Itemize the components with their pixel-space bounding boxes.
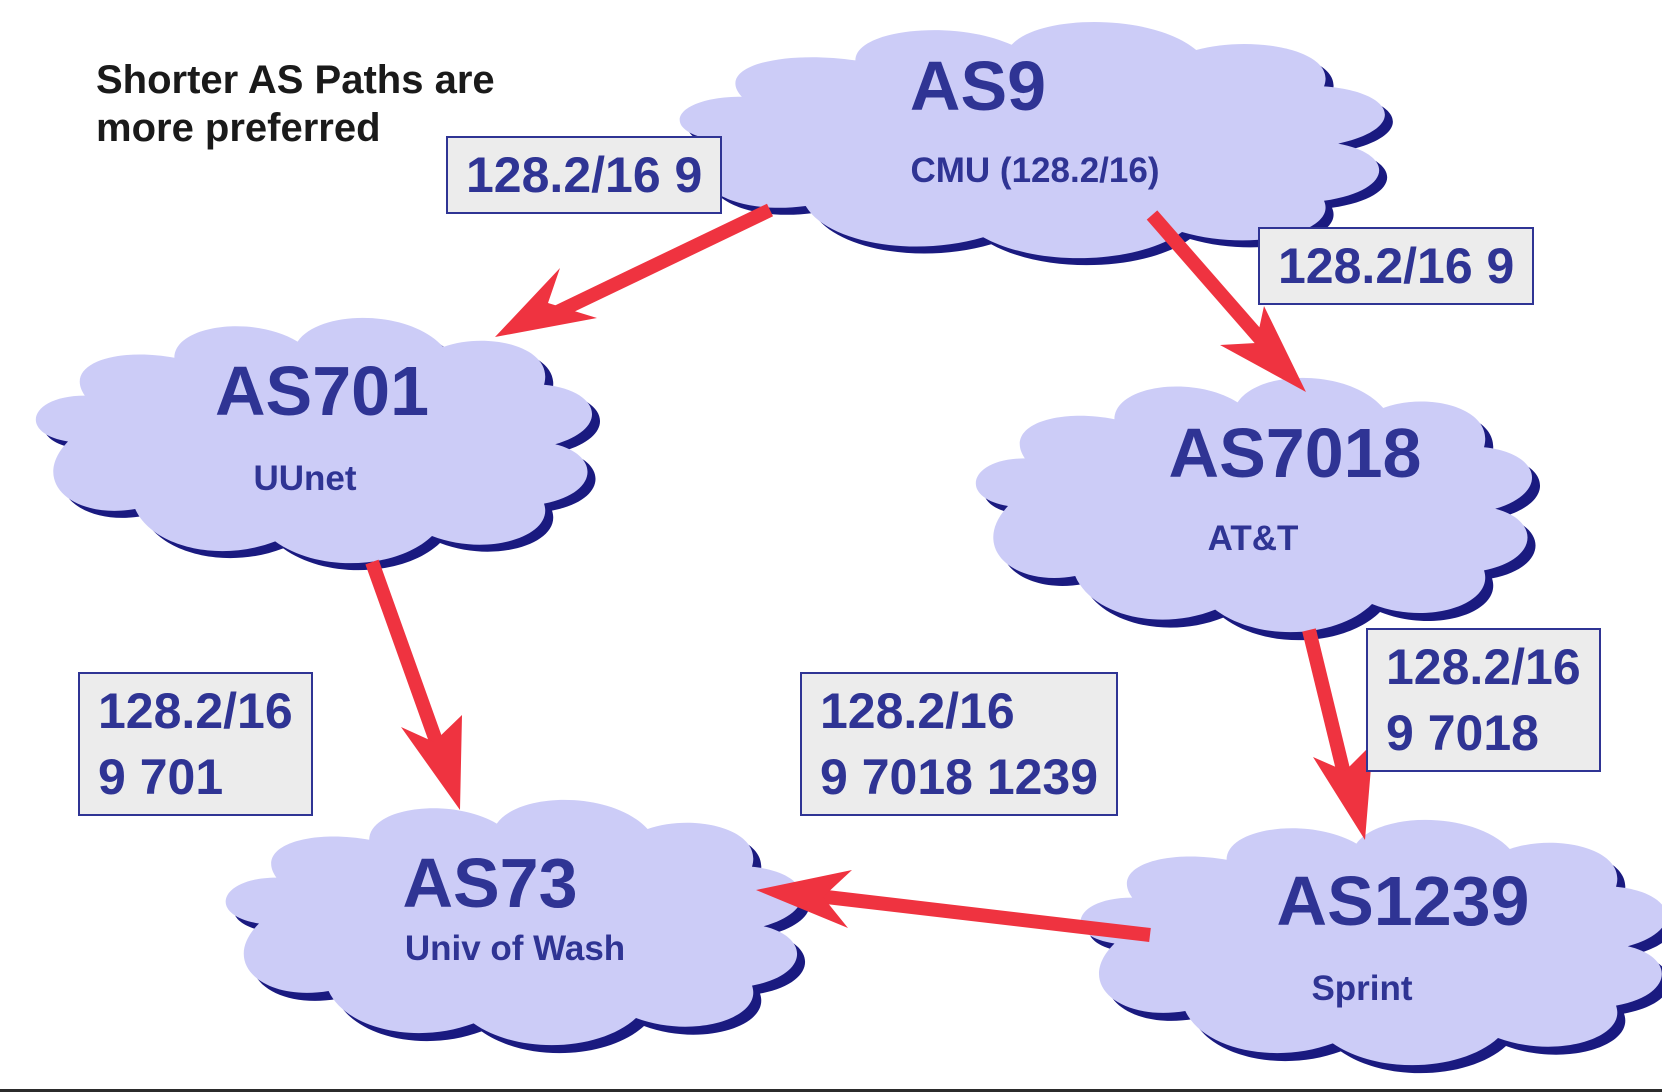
preference-note: Shorter AS Paths are more preferred: [96, 56, 495, 152]
route-text: 128.2/16 9: [1278, 238, 1515, 294]
route-arrows: [365, 203, 1373, 942]
route-path: 9 7018 1239: [820, 749, 1099, 805]
route-box-as701-to-as73: 128.2/16 9 701: [78, 672, 313, 816]
cloud-as7018: AS7018 AT&T: [975, 377, 1541, 641]
route-prefix: 128.2/16: [1386, 639, 1581, 695]
bottom-divider: [0, 1089, 1662, 1092]
note-line-2: more preferred: [96, 106, 381, 150]
as701-label: UUnet: [253, 459, 356, 498]
arrow-as1239-to-as73: [756, 870, 1151, 942]
cloud-as73: AS73 Univ of Wash: [225, 799, 810, 1054]
route-prefix: 128.2/16: [820, 683, 1015, 739]
arrow-as701-to-as73: [365, 559, 462, 810]
route-text: 128.2/16 9: [466, 147, 703, 203]
as9-name: AS9: [910, 47, 1046, 125]
arrow-as9-to-as7018: [1146, 210, 1306, 392]
as7018-name: AS7018: [1169, 414, 1422, 492]
route-box-as9-to-as701: 128.2/16 9: [446, 136, 723, 214]
as7018-label: AT&T: [1208, 519, 1299, 558]
route-box-as7018-to-as1239: 128.2/16 9 7018: [1366, 628, 1601, 772]
route-box-as9-to-as7018: 128.2/16 9: [1258, 227, 1535, 305]
cloud-as701: AS701 UUnet: [35, 317, 601, 571]
arrow-as7018-to-as1239: [1302, 628, 1373, 840]
arrow-as9-to-as701: [495, 203, 774, 337]
route-path: 9 7018: [1386, 705, 1539, 761]
route-box-as1239-to-as73: 128.2/16 9 7018 1239: [800, 672, 1119, 816]
as9-label: CMU (128.2/16): [911, 151, 1160, 190]
cloud-as1239: AS1239 Sprint: [1080, 819, 1662, 1074]
note-line-1: Shorter AS Paths are: [96, 58, 495, 102]
route-path: 9 701: [98, 749, 224, 805]
route-prefix: 128.2/16: [98, 683, 293, 739]
as73-label: Univ of Wash: [405, 929, 625, 968]
as1239-label: Sprint: [1311, 969, 1412, 1008]
as701-name: AS701: [215, 352, 429, 430]
cloud-as9: AS9 CMU (128.2/16): [679, 22, 1393, 266]
as1239-name: AS1239: [1277, 862, 1530, 940]
as73-name: AS73: [402, 844, 577, 922]
